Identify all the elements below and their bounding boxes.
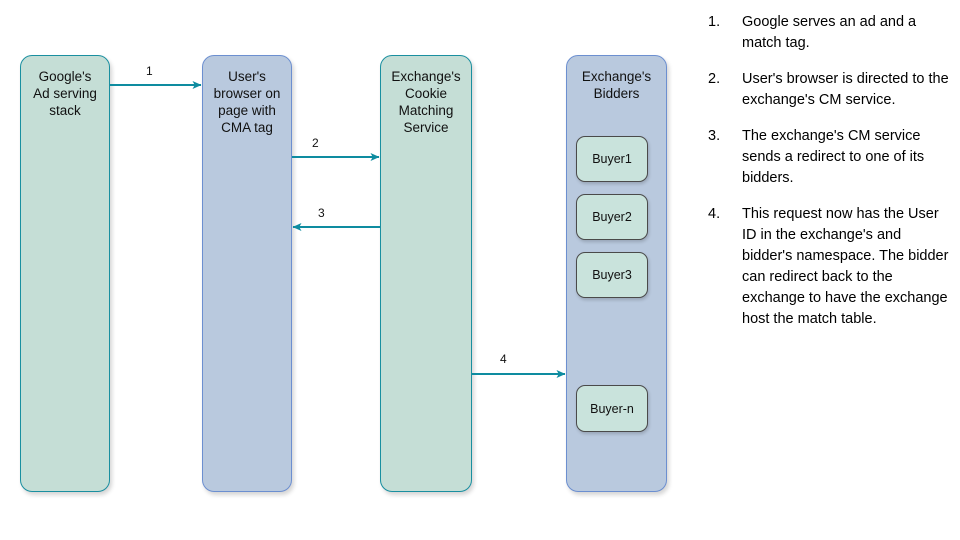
arrow-4-label: 4 [500, 352, 507, 366]
bidder-chip-buyer2[interactable]: Buyer2 [576, 194, 648, 240]
node-exchange-cookie-matching-service[interactable]: Exchange's Cookie Matching Service [380, 55, 472, 492]
bidder-chip-label: Buyer3 [592, 268, 632, 282]
arrow-1-label: 1 [146, 64, 153, 78]
arrow-2-label: 2 [312, 136, 319, 150]
bidder-chip-label: Buyer-n [590, 401, 634, 416]
bidder-chip-buyer-n[interactable]: Buyer-n [576, 385, 648, 432]
list-item: 3. The exchange's CM service sends a red… [708, 126, 952, 189]
list-item: 2. User's browser is directed to the exc… [708, 69, 952, 111]
node-label: Exchange's Cookie Matching Service [391, 69, 461, 135]
step-text: This request now has the User ID in the … [742, 206, 949, 327]
list-item: 4. This request now has the User ID in t… [708, 204, 952, 330]
step-number: 2. [708, 71, 721, 87]
list-item: 1. Google serves an ad and a match tag. [708, 12, 952, 54]
bidder-chip-buyer1[interactable]: Buyer1 [576, 136, 648, 182]
step-number: 3. [708, 128, 721, 144]
node-label: Google's Ad serving stack [33, 69, 97, 118]
arrow-3-label: 3 [318, 206, 325, 220]
bidder-chip-label: Buyer2 [592, 210, 632, 224]
bidder-chip-label: Buyer1 [592, 152, 632, 166]
node-google-ad-serving-stack[interactable]: Google's Ad serving stack [20, 55, 110, 492]
node-label: User's browser on page with CMA tag [213, 69, 281, 135]
steps-list: 1. Google serves an ad and a match tag. … [708, 12, 952, 345]
bidder-chip-buyer3[interactable]: Buyer3 [576, 252, 648, 298]
node-label: Exchange's Bidders [581, 69, 652, 101]
step-text: User's browser is directed to the exchan… [742, 71, 949, 108]
node-user-browser[interactable]: User's browser on page with CMA tag [202, 55, 292, 492]
step-text: Google serves an ad and a match tag. [742, 14, 917, 51]
step-number: 1. [708, 14, 721, 30]
step-number: 4. [708, 206, 721, 222]
step-text: The exchange's CM service sends a redire… [742, 128, 925, 186]
